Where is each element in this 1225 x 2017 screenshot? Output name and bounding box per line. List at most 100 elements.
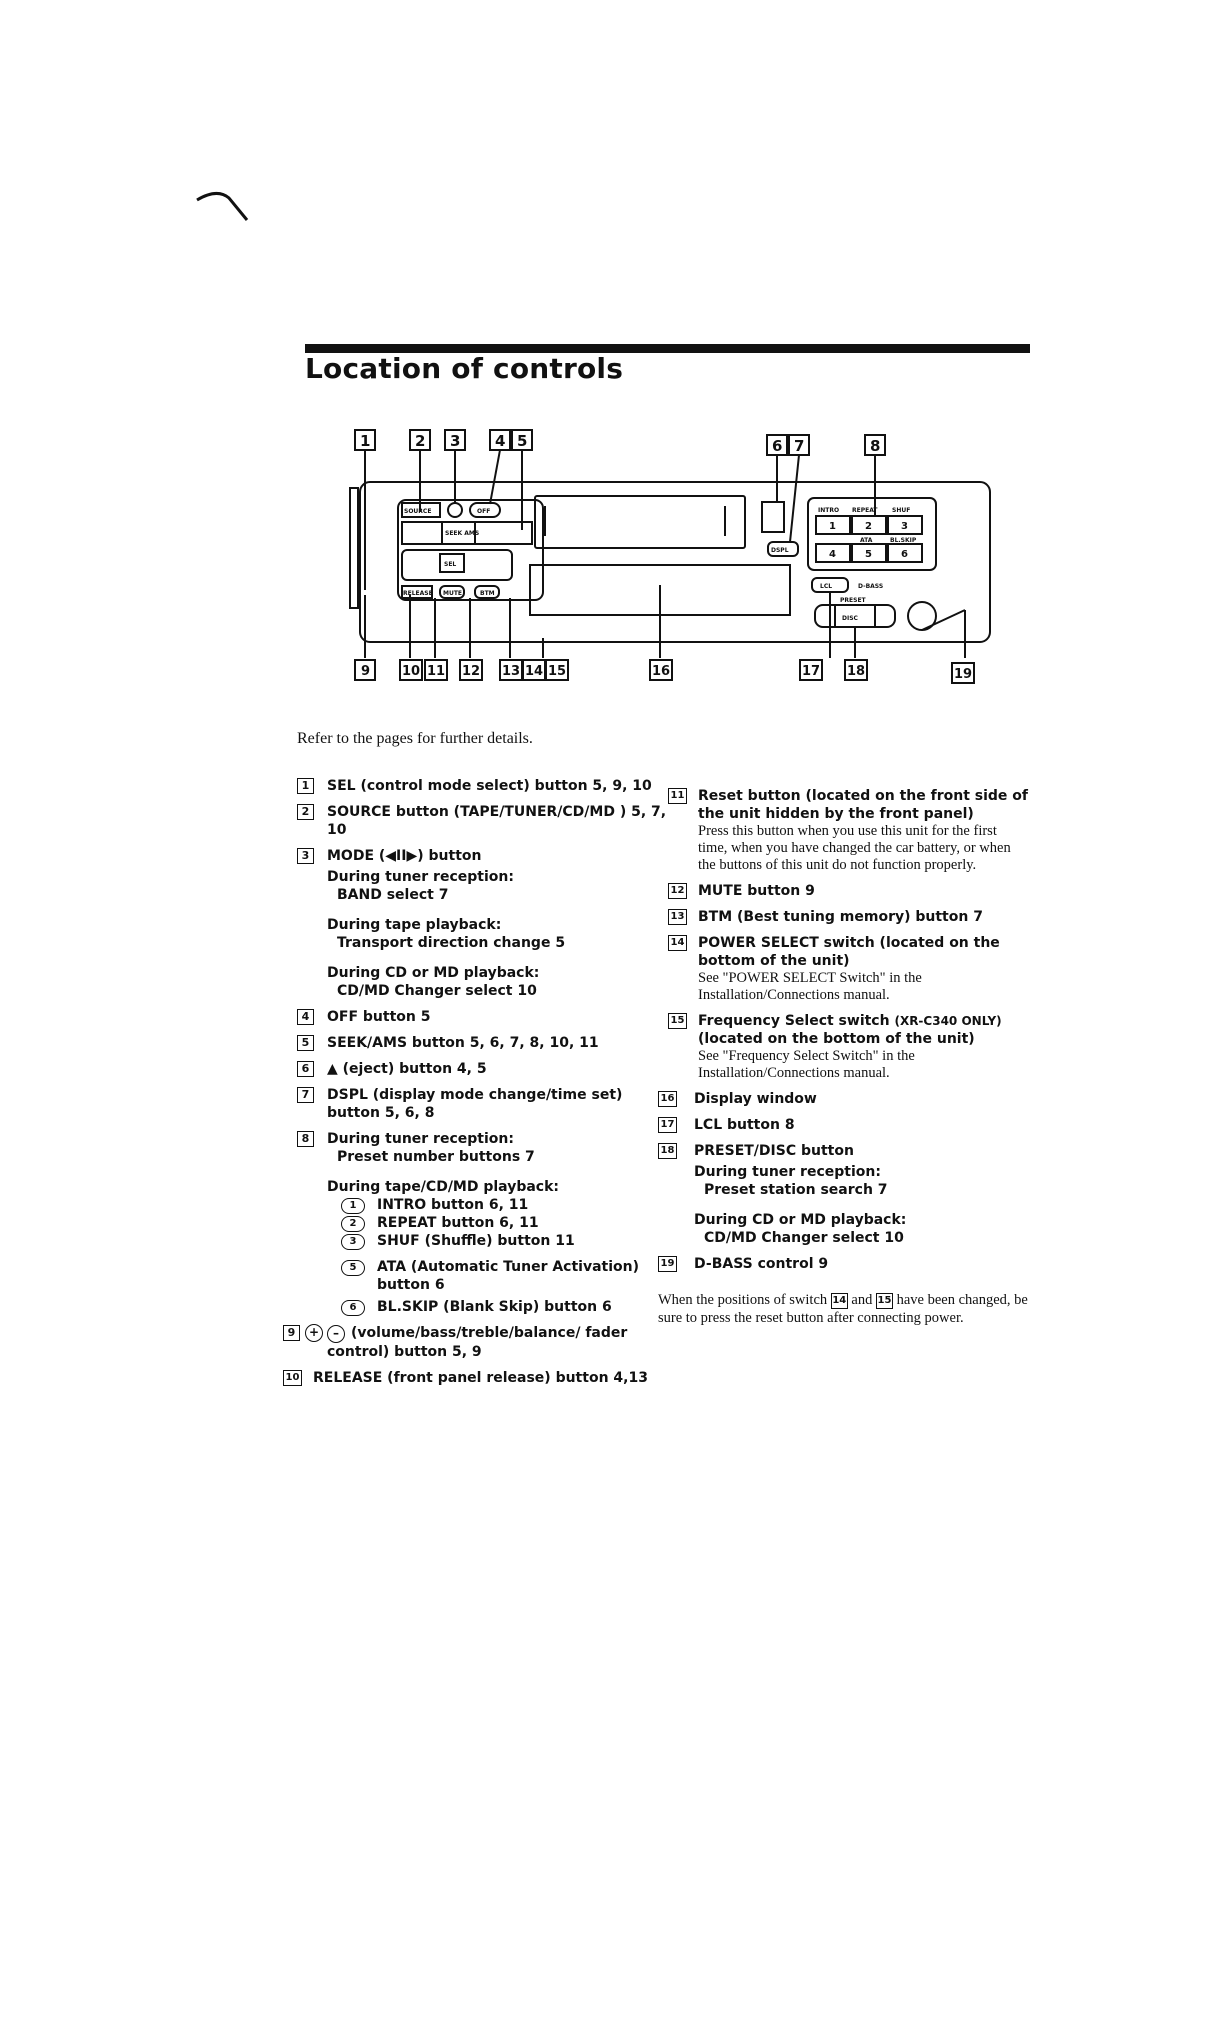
item-8: 8 During tuner reception: Preset number … xyxy=(297,1130,667,1316)
item-label: Reset button (located on the front side … xyxy=(698,788,1029,822)
item-label: DSPL (display mode change/time set) butt… xyxy=(327,1087,623,1121)
unit-label-blskip: BL.SKIP xyxy=(890,537,917,544)
item-label: During tuner reception: xyxy=(327,1131,514,1147)
unit-label-release: RELEASE xyxy=(403,590,433,597)
callout-2: 2 xyxy=(415,432,425,450)
item-18: 18 PRESET/DISC button During tuner recep… xyxy=(658,1142,1028,1247)
item-label: SEEK/AMS button 5, 6, 7, 8, 10, 11 xyxy=(327,1035,599,1051)
item-label: MODE (◀II▶) button xyxy=(327,848,482,864)
unit-label-seek-ams: SEEK AMS xyxy=(445,530,479,537)
sub-value: BAND select 7 xyxy=(337,887,449,903)
circled-number: 5 xyxy=(341,1260,365,1276)
circled-number: 6 xyxy=(341,1300,365,1316)
item-9: 9 + –(volume/bass/treble/balance/ fader … xyxy=(283,1324,667,1361)
item-2: 2 SOURCE button (TAPE/TUNER/CD/MD ) 5, 7… xyxy=(297,803,667,839)
preset-key-5: 5 xyxy=(865,549,872,560)
unit-body xyxy=(359,481,991,643)
scan-mark xyxy=(196,192,249,221)
item-label: MUTE button 9 xyxy=(698,883,815,899)
item-label: LCL button 8 xyxy=(694,1117,795,1133)
item-11: 11 Reset button (located on the front si… xyxy=(668,787,1028,874)
title-rule xyxy=(305,344,1030,353)
item-14: 14 POWER SELECT switch (located on the b… xyxy=(668,934,1028,1004)
item-5: 5 SEEK/AMS button 5, 6, 7, 8, 10, 11 xyxy=(297,1034,667,1052)
callout-7: 7 xyxy=(794,437,804,455)
callout-6: 6 xyxy=(772,437,782,455)
item-label: (volume/bass/treble/balance/ fader contr… xyxy=(327,1325,628,1360)
item-label: D-BASS control 9 xyxy=(694,1256,829,1272)
callout-13: 13 xyxy=(502,664,520,679)
item-number: 17 xyxy=(658,1117,677,1133)
preset-key-2: 2 xyxy=(865,521,872,532)
circled-number: 3 xyxy=(341,1234,365,1250)
control-panel-diagram: 1 2 3 4 5 6 7 8 xyxy=(349,429,991,684)
item-15: 15 Frequency Select switch (XR-C340 ONLY… xyxy=(668,1012,1028,1082)
preset-key-6: 6 xyxy=(901,549,908,560)
sub-heading: During CD or MD playback: xyxy=(327,965,540,981)
sub-value: Transport direction change 5 xyxy=(337,935,566,951)
item-16: 16 Display window xyxy=(658,1090,1028,1108)
item-label: SOURCE button (TAPE/TUNER/CD/MD ) 5, 7, … xyxy=(327,804,667,838)
unit-label-disc: DISC xyxy=(842,615,859,622)
item-number: 10 xyxy=(283,1370,302,1386)
item-number: 15 xyxy=(668,1013,687,1029)
plus-icon: + xyxy=(305,1324,323,1342)
item-7: 7 DSPL (display mode change/time set) bu… xyxy=(297,1086,667,1122)
footer-note: When the positions of switch 14 and 15 h… xyxy=(658,1292,1028,1326)
item-note: Press this button when you use this unit… xyxy=(698,823,1011,873)
unit-label-shuf: SHUF xyxy=(892,507,910,514)
item-number: 19 xyxy=(658,1256,677,1272)
item-number: 11 xyxy=(668,788,687,804)
item-number: 6 xyxy=(297,1061,314,1077)
item-number: 14 xyxy=(668,935,687,951)
item-number: 3 xyxy=(297,848,314,864)
item-label: SEL (control mode select) button 5, 9, 1… xyxy=(327,778,652,794)
unit-label-repeat: REPEAT xyxy=(852,507,878,514)
callout-17: 17 xyxy=(802,664,820,679)
minus-icon: – xyxy=(327,1325,345,1343)
callout-16: 16 xyxy=(652,664,670,679)
callout-12: 12 xyxy=(462,664,480,679)
intro-text: Refer to the pages for further details. xyxy=(297,730,533,747)
preset-key-1: 1 xyxy=(829,521,836,532)
unit-label-ata: ATA xyxy=(860,537,873,544)
inline-number: 15 xyxy=(875,1292,893,1309)
callout-18: 18 xyxy=(847,664,865,679)
item-label: BTM (Best tuning memory) button 7 xyxy=(698,909,983,925)
item-number: 16 xyxy=(658,1091,677,1107)
unit-label-sel: SEL xyxy=(444,561,456,568)
right-column: 11 Reset button (located on the front si… xyxy=(658,787,1028,1327)
item-10: 10 RELEASE (front panel release) button … xyxy=(283,1369,667,1387)
unit-label-lcl: LCL xyxy=(820,583,832,590)
page-title: Location of controls xyxy=(305,352,624,385)
left-column: 1 SEL (control mode select) button 5, 9,… xyxy=(283,777,667,1395)
unit-label-dbass: D-BASS xyxy=(858,583,883,590)
sub-heading: During tuner reception: xyxy=(327,869,514,885)
item-13: 13 BTM (Best tuning memory) button 7 xyxy=(668,908,1028,926)
sub-value: CD/MD Changer select 10 xyxy=(337,983,537,999)
item-number: 7 xyxy=(297,1087,314,1103)
item-label: Frequency Select switch xyxy=(698,1013,890,1029)
item-19: 19 D-BASS control 9 xyxy=(658,1255,1028,1273)
callout-4: 4 xyxy=(495,432,505,450)
callout-5: 5 xyxy=(517,432,527,450)
item-6: 6 ▲ (eject) button 4, 5 xyxy=(297,1060,667,1078)
callout-3: 3 xyxy=(450,432,460,450)
callout-9: 9 xyxy=(361,664,370,679)
callouts-bottom: 9 10 11 12 13 14 15 16 17 18 19 xyxy=(354,659,975,684)
preset-key-4: 4 xyxy=(829,549,836,560)
sub-heading: During tape playback: xyxy=(327,917,502,933)
item-number: 5 xyxy=(297,1035,314,1051)
callout-14: 14 xyxy=(525,664,543,679)
cassette-slot xyxy=(534,495,746,549)
item-label: OFF button 5 xyxy=(327,1009,431,1025)
item-1: 1 SEL (control mode select) button 5, 9,… xyxy=(297,777,667,795)
unit-label-off: OFF xyxy=(477,508,490,515)
sub-heading: During tape/CD/MD playback: xyxy=(327,1179,559,1195)
inline-number: 14 xyxy=(830,1292,848,1309)
